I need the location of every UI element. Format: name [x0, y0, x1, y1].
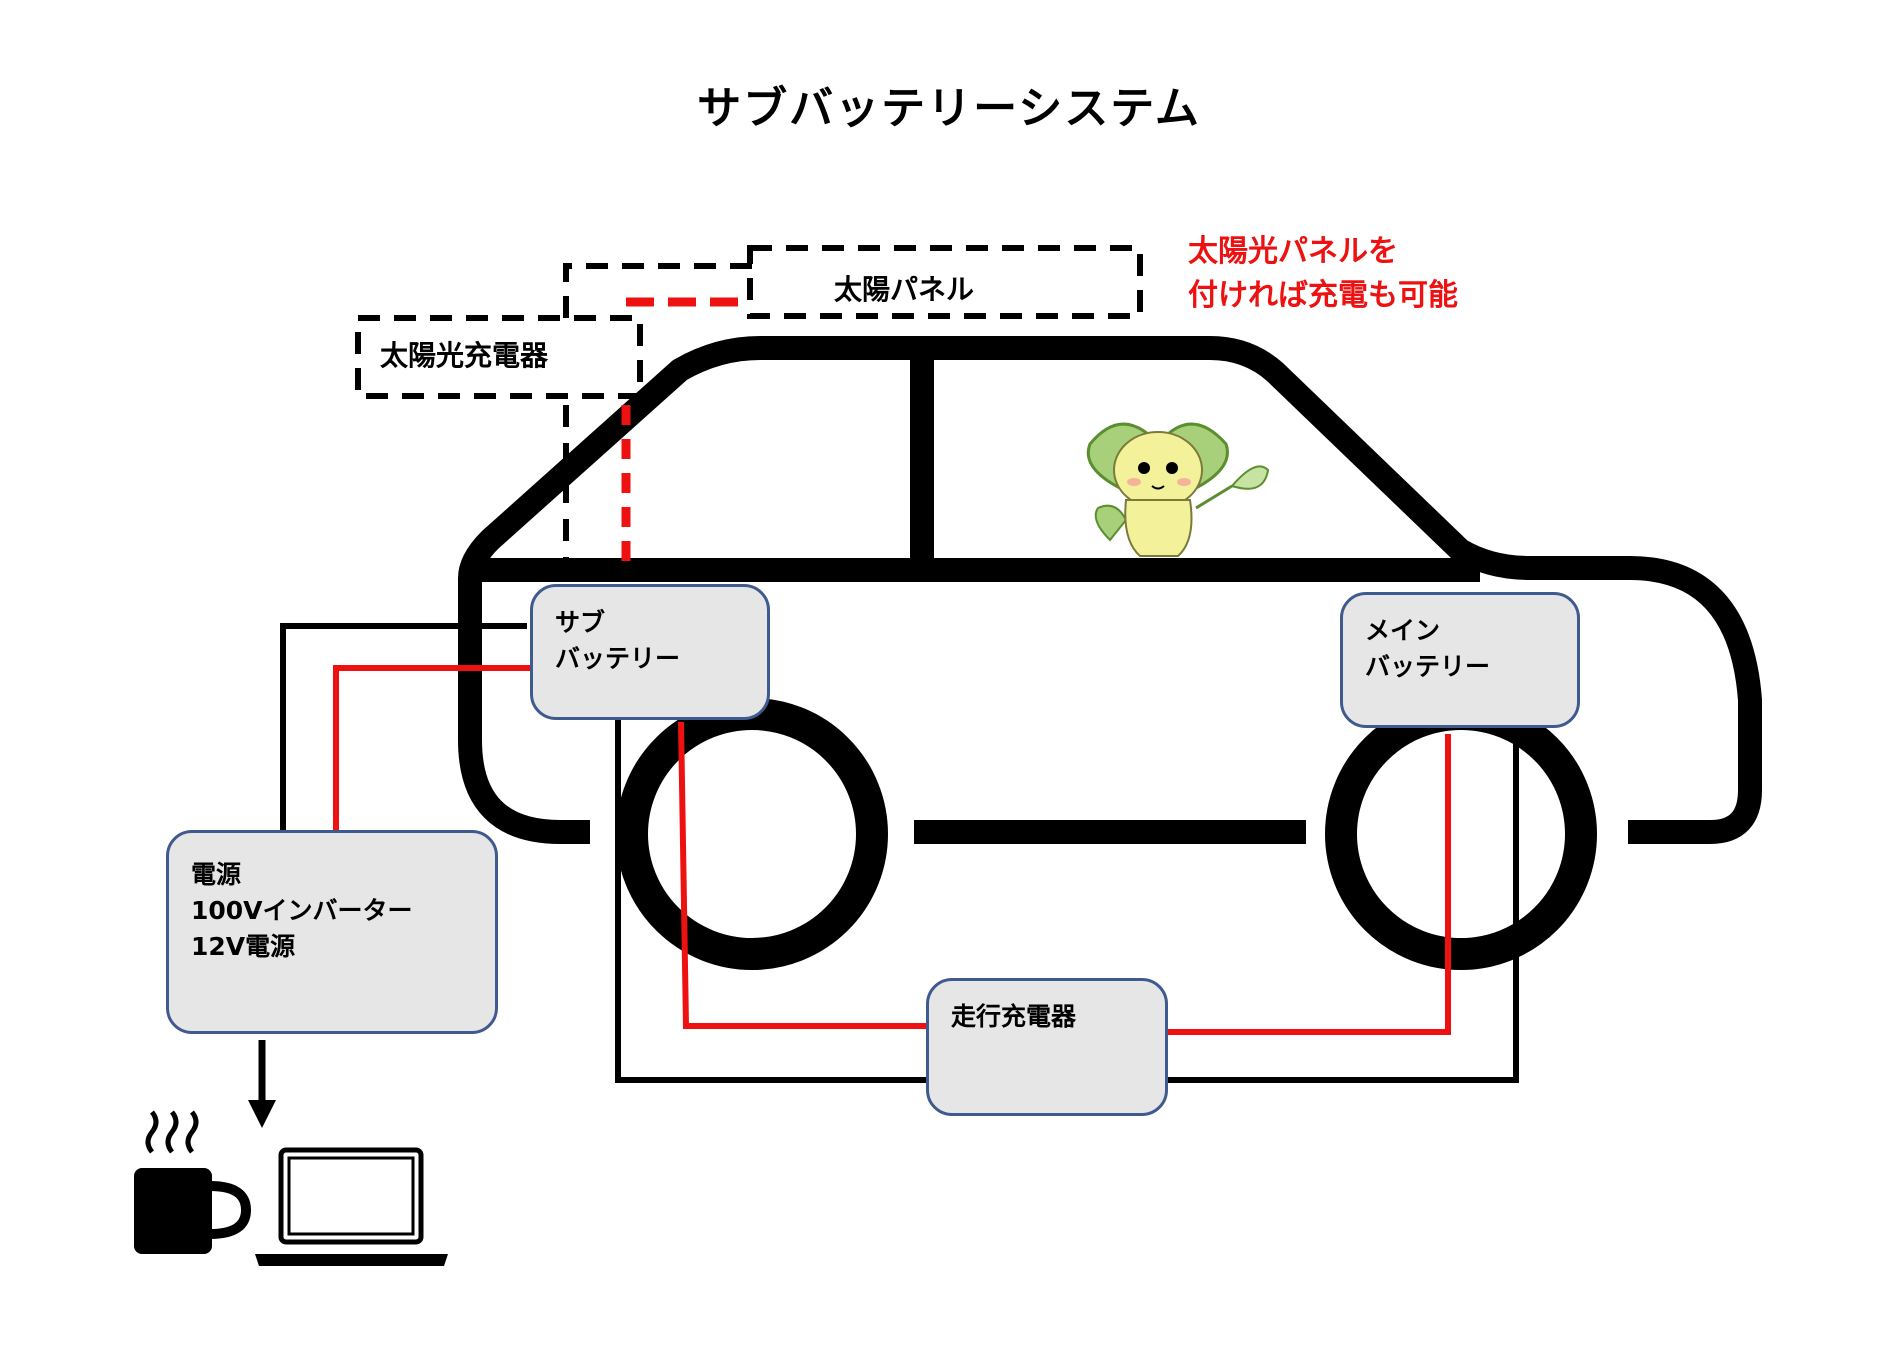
power-unit-label-line-1: 電源 — [191, 860, 242, 889]
down-arrow-icon — [248, 1040, 276, 1128]
running-charger-box: 走行充電器 — [926, 978, 1168, 1116]
main-battery-box: メイン バッテリー — [1340, 592, 1580, 728]
solar-panel-note: 太陽光パネルを 付ければ充電も可能 — [1188, 230, 1458, 318]
power-unit-box: 電源 100Vインバーター 12V電源 — [166, 830, 498, 1034]
car-outline-icon — [458, 336, 1762, 844]
laptop-icon — [255, 1147, 448, 1266]
solar-charger-label: 太陽光充電器 — [380, 339, 549, 372]
solar-panel-box — [747, 245, 1143, 319]
power-unit-label-line-2: 100Vインバーター — [191, 896, 413, 925]
red-wiring — [333, 297, 1451, 1035]
mascot-leaf-character-icon — [1086, 422, 1270, 557]
sub-battery-box: サブ バッテリー — [530, 584, 770, 720]
page-title: サブバッテリーシステム — [697, 83, 1201, 134]
front-wheel-icon — [616, 698, 888, 970]
note-line-1: 太陽光パネルを — [1188, 234, 1398, 269]
rear-wheel-icon — [1325, 698, 1597, 970]
note-line-2: 付ければ充電も可能 — [1188, 278, 1458, 313]
solar-link-dashed — [563, 263, 752, 318]
main-battery-label-line-1: メイン — [1365, 616, 1441, 645]
coffee-mug-icon — [134, 1110, 252, 1254]
running-charger-label: 走行充電器 — [951, 1002, 1077, 1031]
sub-battery-label-line-2: バッテリー — [555, 644, 681, 673]
sub-battery-label-line-1: サブ — [555, 608, 606, 637]
main-battery-label-line-2: バッテリー — [1365, 652, 1491, 681]
power-unit-label-line-3: 12V電源 — [191, 932, 296, 961]
solar-panel-label: 太陽パネル — [834, 273, 975, 306]
